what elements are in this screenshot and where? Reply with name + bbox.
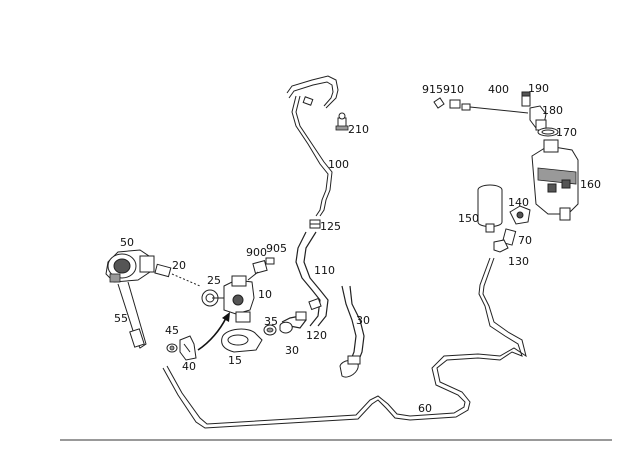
part-15 xyxy=(221,328,263,353)
part-190 xyxy=(521,91,531,107)
callout-910: 910 xyxy=(443,83,464,96)
callout-40: 40 xyxy=(182,360,196,373)
hose-110 xyxy=(295,231,329,327)
part-40 xyxy=(179,335,197,361)
part-10 xyxy=(212,275,255,323)
part-50 xyxy=(105,249,155,283)
callout-15: 15 xyxy=(228,354,242,367)
arrow-40-to-15 xyxy=(197,312,230,351)
callout-210: 210 xyxy=(348,123,369,136)
part-70 xyxy=(501,228,517,246)
callout-110: 110 xyxy=(314,264,335,277)
callout-125: 125 xyxy=(320,220,341,233)
callout-50: 50 xyxy=(120,236,134,249)
callout-140: 140 xyxy=(508,196,529,209)
part-180 xyxy=(529,105,547,131)
part-45 xyxy=(166,343,178,353)
callout-55: 55 xyxy=(114,312,128,325)
callout-130: 130 xyxy=(508,255,529,268)
callout-45: 45 xyxy=(165,324,179,337)
callout-905: 905 xyxy=(266,242,287,255)
callout-60: 60 xyxy=(418,402,432,415)
callout-915: 915 xyxy=(422,83,443,96)
part-25 xyxy=(201,289,219,307)
part-140 xyxy=(509,205,531,225)
fuel-line-60 xyxy=(162,257,527,429)
part-160 xyxy=(531,139,579,221)
hose-100 xyxy=(286,75,339,217)
callout-30-right: 30 xyxy=(356,314,370,327)
callout-190: 190 xyxy=(528,82,549,95)
callout-160: 160 xyxy=(580,178,601,191)
callout-170: 170 xyxy=(556,126,577,139)
callout-120: 120 xyxy=(306,329,327,342)
part-120 xyxy=(279,311,307,334)
part-210 xyxy=(335,112,349,131)
part-130 xyxy=(493,239,509,253)
callout-35: 35 xyxy=(264,315,278,328)
callout-25: 25 xyxy=(207,274,221,287)
part-170 xyxy=(537,127,559,137)
connector-125 xyxy=(309,219,321,229)
part-900-905 xyxy=(247,257,275,281)
part-915-910 xyxy=(433,97,529,114)
pipe-55 xyxy=(117,281,147,349)
callout-150: 150 xyxy=(458,212,479,225)
callout-10: 10 xyxy=(258,288,272,301)
callout-180: 180 xyxy=(542,104,563,117)
part-20 xyxy=(154,263,201,287)
callout-labels: 50 20 25 55 45 40 15 35 30 10 900 905 12… xyxy=(114,82,601,415)
callout-70: 70 xyxy=(518,234,532,247)
callout-30-left: 30 xyxy=(285,344,299,357)
hose-30-right xyxy=(339,285,365,378)
part-35 xyxy=(263,324,277,336)
callout-20: 20 xyxy=(172,259,186,272)
callout-100: 100 xyxy=(328,158,349,171)
callout-900: 900 xyxy=(246,246,267,259)
part-150 xyxy=(477,184,503,233)
callout-400: 400 xyxy=(488,83,509,96)
